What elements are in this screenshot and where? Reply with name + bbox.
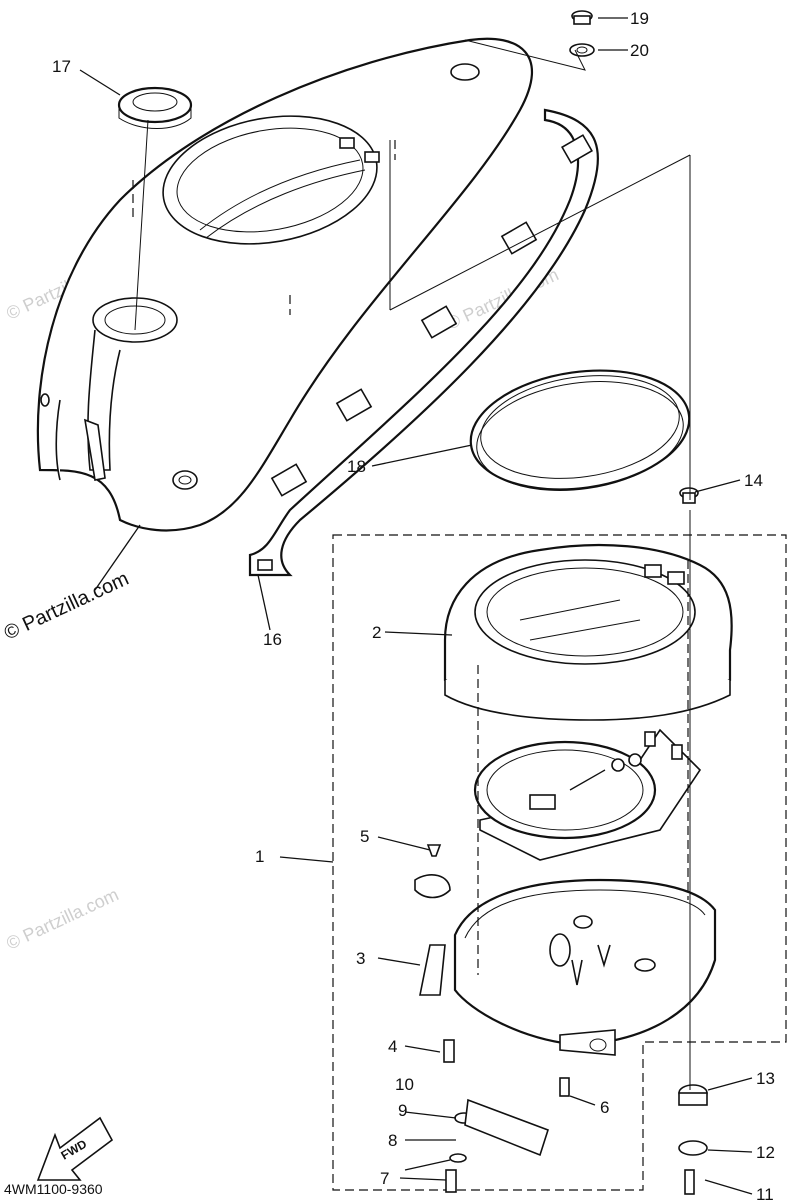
fwd-arrow-icon: FWD [36,1116,114,1181]
callout-14: 14 [744,471,763,490]
callout-7: 7 [380,1169,389,1188]
callout-4: 4 [388,1037,397,1056]
ring-seal [469,369,691,491]
callout-5: 5 [360,827,369,846]
diagram-code: 4WM1100-9360 [4,1181,103,1197]
cover-bracket-strip [248,108,599,577]
meter-cover [36,37,533,532]
callout-9: 9 [398,1101,407,1120]
callout-1: 1 [255,847,264,866]
callout-10: 10 [395,1075,414,1094]
callout-labels: 1 2 3 4 5 6 7 8 9 10 11 12 13 14 16 17 1… [52,9,775,1200]
callout-2: 2 [372,623,381,642]
meter-case-top [443,543,733,721]
small-hardware [443,487,708,1195]
callout-18: 18 [347,457,366,476]
clamp-bracket [414,844,451,996]
callout-13: 13 [756,1069,775,1088]
meter-gauge-face [473,728,702,861]
assembly-box [332,534,787,1191]
callout-12: 12 [756,1143,775,1162]
watermark-3: © Partzilla.com [3,884,121,953]
callout-8: 8 [388,1131,397,1150]
callout-17: 17 [52,57,71,76]
leader-lines [79,17,753,1195]
meter-case-bottom [453,878,717,1056]
callout-20: 20 [630,41,649,60]
callout-3: 3 [356,949,365,968]
bolt-19 [569,10,595,57]
callout-16: 16 [263,630,282,649]
watermark-dark: © Partzilla.com [1,568,132,645]
grommet-17 [117,86,193,129]
callout-6: 6 [600,1098,609,1117]
callout-19: 19 [630,9,649,28]
callout-11: 11 [756,1185,774,1200]
